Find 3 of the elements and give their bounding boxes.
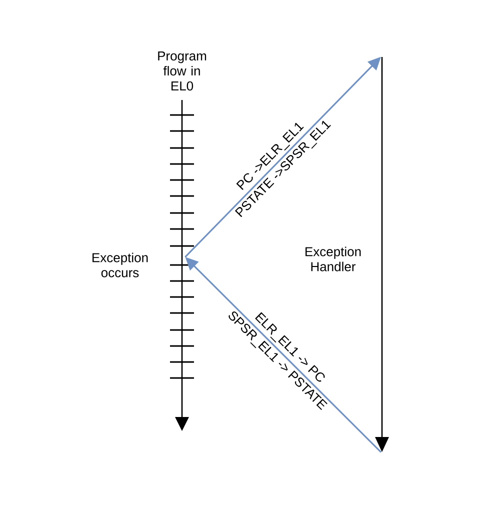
timeline-label: Program flow in EL0 bbox=[158, 51, 206, 91]
beside-text: Exception occurs bbox=[92, 252, 148, 278]
handler-label: Exception Handler bbox=[306, 246, 361, 272]
